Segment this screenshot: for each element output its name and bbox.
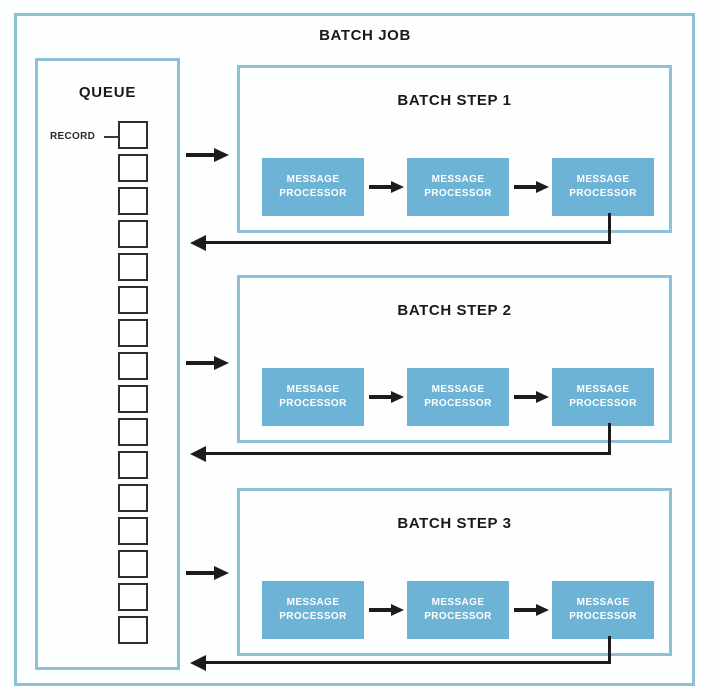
message-processor-line1: MESSAGE: [431, 597, 485, 608]
record-box: [118, 583, 148, 611]
record-box: [118, 253, 148, 281]
message-processor-line2: PROCESSOR: [279, 611, 347, 622]
batch-step-title: BATCH STEP 2: [397, 302, 512, 319]
message-processor: MESSAGE PROCESSOR: [552, 368, 654, 426]
step-return-path: [0, 0, 720, 462]
message-processor-row: MESSAGE PROCESSOR MESSAGE PROCESSOR MESSAGE P…: [262, 368, 654, 426]
message-processor: MESSAGE PROCESSOR: [407, 581, 509, 639]
message-processor-line2: PROCESSOR: [279, 188, 347, 199]
message-processor-line2: PROCESSOR: [569, 398, 637, 409]
record-leader-line: [104, 136, 120, 138]
record-box: [118, 484, 148, 512]
batch-job-title: BATCH JOB: [319, 27, 411, 44]
record-box: [118, 121, 148, 149]
message-processor: MESSAGE PROCESSOR: [262, 581, 364, 639]
processor-flow-arrow-icon: [367, 181, 405, 193]
record-box: [118, 550, 148, 578]
message-processor-line2: PROCESSOR: [424, 611, 492, 622]
message-processor: MESSAGE PROCESSOR: [407, 158, 509, 216]
batch-step-title: BATCH STEP 1: [397, 92, 512, 109]
queue-to-step-arrow-icon: [186, 356, 230, 370]
message-processor-line1: MESSAGE: [576, 597, 630, 608]
record-box: [118, 616, 148, 644]
message-processor-line2: PROCESSOR: [569, 611, 637, 622]
processor-flow-arrow-icon: [512, 604, 550, 616]
message-processor-line1: MESSAGE: [576, 384, 630, 395]
step-return-path: [0, 0, 720, 671]
message-processor-line2: PROCESSOR: [569, 188, 637, 199]
message-processor: MESSAGE PROCESSOR: [552, 581, 654, 639]
step-return-path: [0, 0, 720, 251]
record-box: [118, 154, 148, 182]
processor-flow-arrow-icon: [512, 181, 550, 193]
message-processor: MESSAGE PROCESSOR: [407, 368, 509, 426]
message-processor-line2: PROCESSOR: [279, 398, 347, 409]
batch-step-title: BATCH STEP 3: [397, 515, 512, 532]
message-processor: MESSAGE PROCESSOR: [262, 368, 364, 426]
queue-title: QUEUE: [78, 84, 137, 101]
record-box: [118, 418, 148, 446]
record-box: [118, 385, 148, 413]
message-processor-line1: MESSAGE: [286, 384, 340, 395]
record-box: [118, 220, 148, 248]
processor-flow-arrow-icon: [512, 391, 550, 403]
processor-flow-arrow-icon: [367, 604, 405, 616]
record-box: [118, 187, 148, 215]
queue-container: [35, 58, 180, 670]
message-processor-line1: MESSAGE: [576, 174, 630, 185]
batch-step-1: BATCH STEP 1 MESSAGE PROCESSOR MESSAGE PROCE…: [237, 65, 672, 233]
message-processor-line2: PROCESSOR: [424, 398, 492, 409]
message-processor-line1: MESSAGE: [286, 174, 340, 185]
message-processor-line1: MESSAGE: [431, 384, 485, 395]
record-box: [118, 352, 148, 380]
message-processor-line2: PROCESSOR: [424, 188, 492, 199]
record-label: RECORD: [50, 131, 96, 142]
processor-flow-arrow-icon: [367, 391, 405, 403]
queue-to-step-arrow-icon: [186, 566, 230, 580]
message-processor-row: MESSAGE PROCESSOR MESSAGE PROCESSOR MESSAGE P…: [262, 158, 654, 216]
queue-to-step-arrow-icon: [186, 148, 230, 162]
record-box: [118, 517, 148, 545]
message-processor: MESSAGE PROCESSOR: [262, 158, 364, 216]
batch-step-2: BATCH STEP 2 MESSAGE PROCESSOR MESSAGE PROCE…: [237, 275, 672, 443]
message-processor-line1: MESSAGE: [431, 174, 485, 185]
message-processor-line1: MESSAGE: [286, 597, 340, 608]
queue-record-stack: [118, 121, 152, 649]
record-box: [118, 319, 148, 347]
record-box: [118, 286, 148, 314]
message-processor: MESSAGE PROCESSOR: [552, 158, 654, 216]
message-processor-row: MESSAGE PROCESSOR MESSAGE PROCESSOR MESSAGE P…: [262, 581, 654, 639]
batch-step-3: BATCH STEP 3 MESSAGE PROCESSOR MESSAGE PROCE…: [237, 488, 672, 656]
batch-job-container: [14, 13, 695, 686]
record-box: [118, 451, 148, 479]
